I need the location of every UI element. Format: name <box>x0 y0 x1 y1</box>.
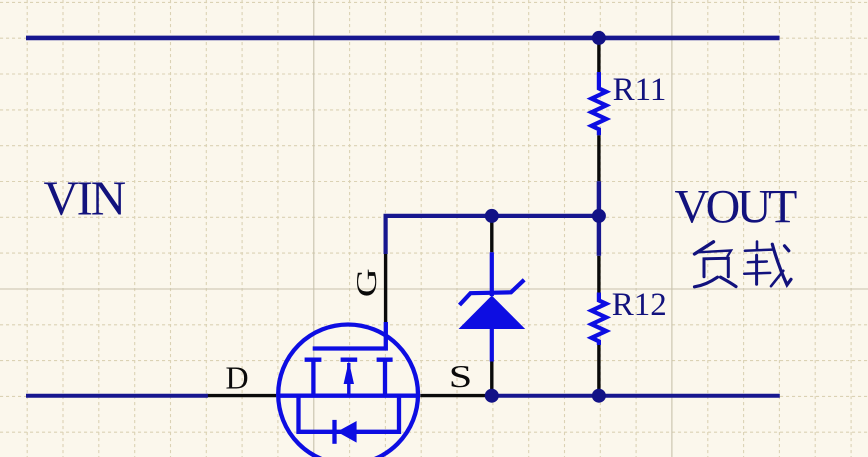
svg-text:VOUT: VOUT <box>675 181 797 234</box>
svg-text:G: G <box>351 268 383 297</box>
svg-text:R12: R12 <box>612 287 667 323</box>
svg-text:VIN: VIN <box>44 171 126 226</box>
svg-text:S: S <box>449 360 472 395</box>
svg-text:D: D <box>226 360 249 396</box>
svg-text:R11: R11 <box>613 72 667 108</box>
